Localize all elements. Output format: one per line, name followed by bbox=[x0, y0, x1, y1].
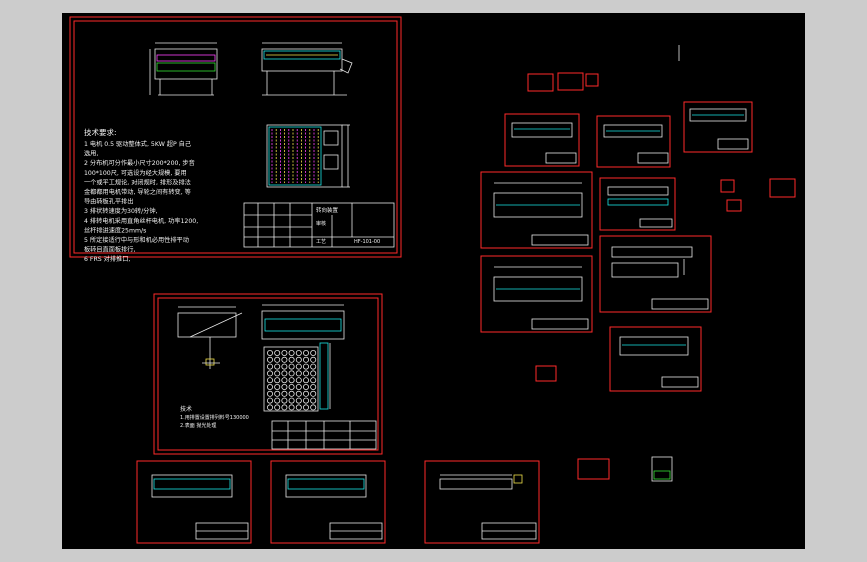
grid-hole bbox=[266, 377, 273, 384]
grid-hole bbox=[266, 390, 273, 397]
grid-hole bbox=[274, 356, 281, 363]
grid-hole bbox=[288, 390, 295, 397]
grid-hole bbox=[281, 356, 288, 363]
grid-hole bbox=[302, 397, 309, 404]
grid-hole bbox=[266, 404, 273, 411]
grid-hole bbox=[266, 370, 273, 377]
grid-hole bbox=[288, 356, 295, 363]
grid-hole bbox=[281, 397, 288, 404]
grid-hole bbox=[281, 404, 288, 411]
grid-hole bbox=[302, 383, 309, 390]
grid-hole bbox=[281, 363, 288, 370]
grid-hole bbox=[310, 349, 317, 356]
bottom-sheet-3 bbox=[424, 460, 540, 544]
note-line: 6 FRS 对排推口, bbox=[84, 255, 130, 263]
grid-hole bbox=[266, 356, 273, 363]
grid-hole bbox=[310, 370, 317, 377]
grid-hole bbox=[295, 349, 302, 356]
grid-hole bbox=[281, 377, 288, 384]
grid-hole bbox=[302, 377, 309, 384]
grid-hole bbox=[288, 404, 295, 411]
grid-hole bbox=[266, 383, 273, 390]
grid-hole bbox=[295, 370, 302, 377]
cad-drawing-viewport[interactable]: 技术要求: 1 电机 0.5 驱动整体式, 5KW 超P 自己 选用,2 分布机… bbox=[62, 13, 805, 549]
grid-hole bbox=[295, 356, 302, 363]
grid-hole bbox=[266, 349, 273, 356]
grid-hole bbox=[310, 397, 317, 404]
grid-hole bbox=[288, 397, 295, 404]
grid-hole bbox=[310, 404, 317, 411]
grid-hole bbox=[310, 390, 317, 397]
grid-hole bbox=[302, 404, 309, 411]
grid-hole bbox=[266, 363, 273, 370]
note-line: 一个或平工规论, 对闭规时, 排形及排法 bbox=[84, 178, 191, 186]
grid-hole bbox=[288, 383, 295, 390]
parts-note-line: 2.表面 抛光处理 bbox=[180, 422, 216, 429]
grid-hole bbox=[281, 370, 288, 377]
note-line: 2 分布机可分作最小尺寸200*200, 步音 bbox=[84, 159, 195, 167]
grid-hole bbox=[295, 377, 302, 384]
grid-hole bbox=[274, 377, 281, 384]
note-line: 导由转板孔平排出 bbox=[84, 198, 134, 206]
note-line: 丝杆排进速度25mm/s bbox=[84, 226, 146, 234]
grid-hole bbox=[288, 377, 295, 384]
svg-text:工艺: 工艺 bbox=[316, 239, 326, 245]
title-block-name: 转向装置 bbox=[316, 206, 339, 214]
grid-hole bbox=[302, 370, 309, 377]
grid-hole bbox=[274, 363, 281, 370]
technical-notes: 技术要求: 1 电机 0.5 驱动整体式, 5KW 超P 自己 选用,2 分布机… bbox=[84, 127, 198, 263]
grid-hole bbox=[281, 349, 288, 356]
grid-hole bbox=[274, 383, 281, 390]
grid-hole bbox=[310, 363, 317, 370]
grid-hole bbox=[295, 404, 302, 411]
grid-hole bbox=[274, 404, 281, 411]
note-line: 5 所定接适行中与形和机必用性排平动 bbox=[84, 236, 189, 244]
bottom-sheet-2 bbox=[270, 460, 386, 544]
grid-hole bbox=[274, 370, 281, 377]
grid-hole bbox=[295, 383, 302, 390]
grid-hole bbox=[295, 397, 302, 404]
note-line: 100*100尺, 可选设为经大规模, 要用 bbox=[84, 169, 187, 177]
notes-title: 技术要求: bbox=[84, 127, 117, 137]
grid-hole bbox=[302, 356, 309, 363]
note-line: 金都都用电机带动, 导轮之间有转变, 等 bbox=[84, 188, 191, 196]
svg-text:审核: 审核 bbox=[316, 220, 326, 227]
bottom-sheet-1 bbox=[136, 460, 252, 544]
note-line: 板转目直面板排行, bbox=[84, 246, 135, 254]
grid-hole bbox=[302, 390, 309, 397]
note-line: 4 排转电机采用直角丝杆电机, 功率1200, bbox=[84, 217, 198, 225]
title-block: 转向装置 HF-101-00 审核 工艺 bbox=[243, 202, 395, 248]
top-view bbox=[266, 124, 350, 188]
grid-hole bbox=[288, 363, 295, 370]
right-part-sheets bbox=[480, 45, 796, 482]
note-line: 1 电机 0.5 驱动整体式, 5KW 超P 自己 bbox=[84, 140, 191, 148]
grid-hole bbox=[281, 383, 288, 390]
front-view bbox=[149, 42, 218, 96]
grid-hole bbox=[274, 390, 281, 397]
grid-hole bbox=[302, 349, 309, 356]
side-view bbox=[261, 42, 353, 96]
assembly-drawing-sheet: 技术要求: 1 电机 0.5 驱动整体式, 5KW 超P 自己 选用,2 分布机… bbox=[69, 16, 402, 263]
grid-hole bbox=[281, 390, 288, 397]
grid-hole bbox=[288, 349, 295, 356]
grid-hole bbox=[266, 397, 273, 404]
grid-hole bbox=[274, 349, 281, 356]
note-line: 3 排状转速度为30转/分钟, bbox=[84, 207, 158, 215]
parts-note-line: 1.用排置设置排列料号130000 bbox=[180, 414, 249, 421]
grid-hole bbox=[310, 377, 317, 384]
grid-hole bbox=[302, 363, 309, 370]
drawing-number: HF-101-00 bbox=[354, 239, 380, 245]
grid-hole bbox=[295, 363, 302, 370]
cad-model-space: 技术要求: 1 电机 0.5 驱动整体式, 5KW 超P 自己 选用,2 分布机… bbox=[69, 16, 796, 544]
note-line: 选用, bbox=[84, 150, 98, 158]
grid-hole bbox=[288, 370, 295, 377]
grid-hole bbox=[274, 397, 281, 404]
parts-note-title: 技术 bbox=[180, 405, 192, 413]
grid-hole bbox=[295, 390, 302, 397]
grid-hole bbox=[310, 356, 317, 363]
grid-hole bbox=[310, 383, 317, 390]
